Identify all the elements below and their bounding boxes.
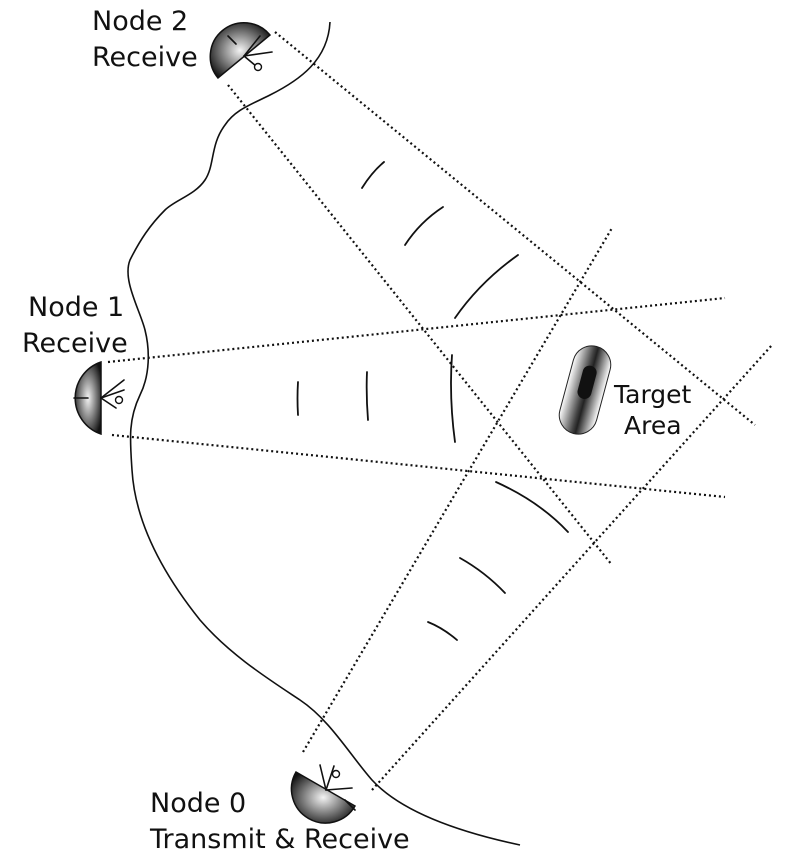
coastline <box>127 21 521 846</box>
target-vehicle <box>558 345 612 435</box>
node0-beam <box>302 227 773 791</box>
node1-role-label: Receive <box>22 328 128 359</box>
node1-beam <box>107 296 726 499</box>
node0-dish-icon <box>290 764 357 824</box>
node2-name-label: Node 2 <box>92 6 188 37</box>
node0-name-label: Node 0 <box>150 788 246 819</box>
node0-role-label: Transmit & Receive <box>149 824 410 855</box>
node1-wavefronts <box>296 354 456 443</box>
target-label-line2: Area <box>624 411 682 440</box>
node2-dish-icon <box>209 22 273 80</box>
node2-beam <box>227 31 756 566</box>
node0-wavefronts <box>427 481 569 641</box>
node2-wavefronts <box>361 161 519 319</box>
node1-dish-icon <box>73 360 125 436</box>
node2-role-label: Receive <box>92 42 198 73</box>
node1-name-label: Node 1 <box>28 292 124 323</box>
target-label-line1: Target <box>613 380 692 409</box>
